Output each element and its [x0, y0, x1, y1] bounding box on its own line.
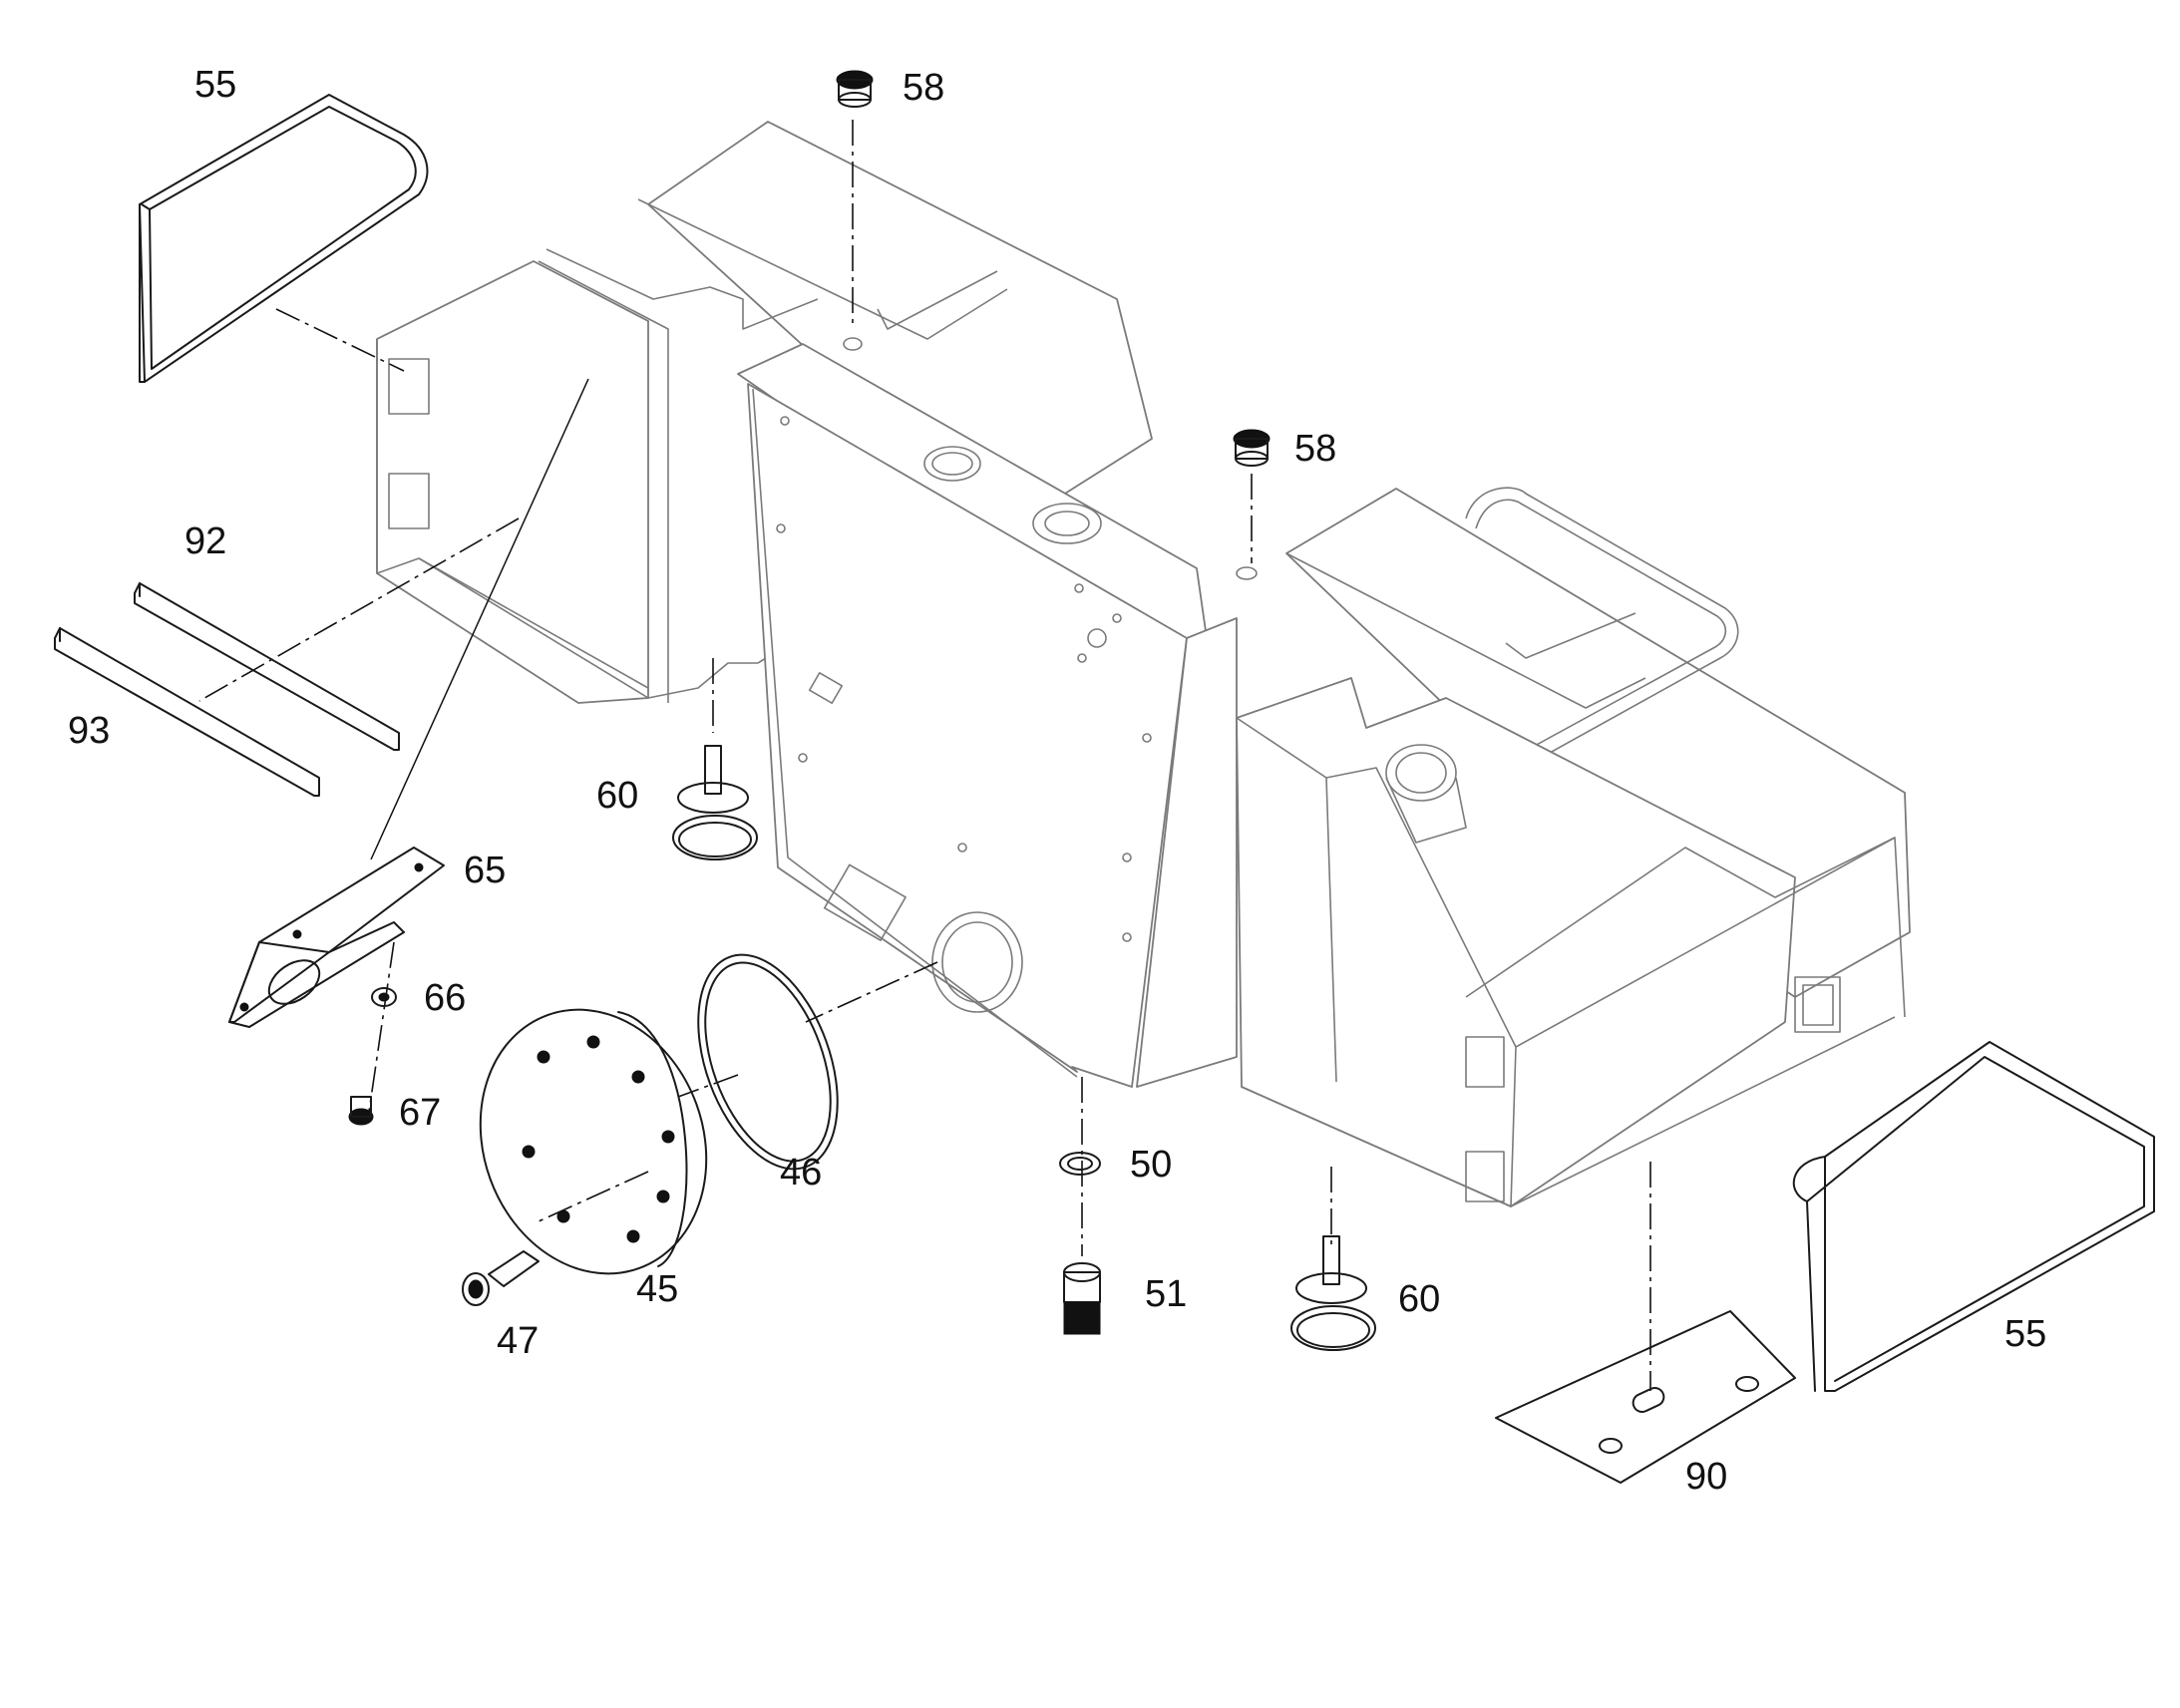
label-58-right: 58	[1294, 428, 1336, 470]
part-45-cover-plate	[479, 1008, 708, 1275]
top-opening-1	[923, 446, 981, 482]
left-hinge-upper	[388, 358, 430, 415]
tank-body	[376, 121, 1911, 1207]
label-67: 67	[399, 1092, 441, 1134]
part-90-plate	[1495, 1310, 1796, 1484]
label-60-left: 60	[596, 775, 638, 817]
label-55-top: 55	[194, 64, 236, 106]
front-bracket	[823, 863, 907, 941]
part-60-fitting-left	[672, 745, 758, 860]
label-90: 90	[1685, 1456, 1727, 1498]
label-58-top: 58	[903, 67, 944, 109]
part-55-gasket-right	[1792, 1041, 2155, 1392]
left-hinge-lower	[388, 473, 430, 529]
part-60-fitting-right	[1290, 1235, 1376, 1351]
part-50-seal	[1059, 1152, 1101, 1176]
filler-neck	[1385, 744, 1457, 802]
callout-labels: 55 58 58 92 93 60 65 66 67 46 45 47 50 5…	[68, 64, 2046, 1498]
tank-center-side	[1136, 617, 1238, 1088]
part-55-gasket-left	[139, 94, 429, 383]
part-47-bolt	[462, 1250, 540, 1306]
part-93-strip	[54, 627, 320, 797]
label-93: 93	[68, 710, 110, 752]
front-port	[931, 911, 1023, 1013]
label-55-right: 55	[2004, 1313, 2046, 1355]
label-66: 66	[424, 977, 466, 1019]
tank-left-box	[376, 260, 649, 704]
label-45: 45	[636, 1268, 678, 1310]
part-66-washer	[371, 987, 397, 1007]
part-46-o-ring	[697, 953, 839, 1171]
vent-grille	[1794, 976, 1841, 1033]
label-60-right: 60	[1398, 1278, 1440, 1320]
tank-handle	[1465, 487, 1739, 784]
part-92-strip	[134, 582, 400, 751]
part-65-bracket	[228, 847, 445, 1028]
label-92: 92	[184, 520, 226, 562]
top-opening-2	[1032, 503, 1102, 544]
label-47: 47	[497, 1320, 539, 1362]
part-51-plug	[1063, 1262, 1101, 1335]
label-51: 51	[1145, 1273, 1187, 1315]
part-58-cap-right	[1233, 429, 1271, 467]
assembly-lines	[198, 120, 1651, 1391]
label-46: 46	[780, 1152, 822, 1194]
label-50: 50	[1130, 1144, 1172, 1186]
part-67-screw	[348, 1096, 374, 1126]
part-58-cap-top	[836, 70, 874, 108]
label-65: 65	[464, 850, 506, 891]
